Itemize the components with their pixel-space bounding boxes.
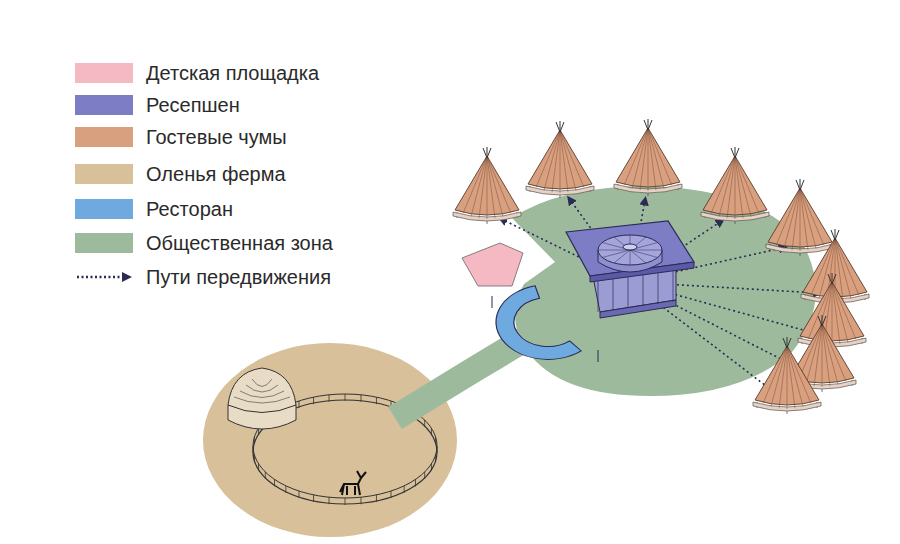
playground (462, 243, 523, 286)
legend-entry: Гостевые чумы (75, 124, 287, 150)
reindeer-farm (203, 343, 457, 537)
legend-label: Пути передвижения (146, 265, 331, 289)
legend-label: Оленья ферма (146, 162, 286, 186)
legend-label: Ресепшен (146, 93, 240, 117)
legend-label: Гостевые чумы (146, 125, 287, 149)
legend-label: Общественная зона (146, 231, 333, 255)
legend-swatch (75, 164, 133, 184)
legend-label: Детская площадка (146, 61, 319, 85)
movement-paths (500, 197, 821, 393)
guest-chums (453, 119, 869, 414)
legend-entry: Общественная зона (75, 230, 333, 256)
legend-path-sample (75, 270, 133, 284)
legend-swatch (75, 95, 133, 115)
reception (566, 221, 694, 318)
legend-entry: Детская площадка (75, 60, 319, 86)
legend-entry: Ресторан (75, 196, 233, 222)
legend-entry: Ресепшен (75, 92, 240, 118)
legend-swatch (75, 127, 133, 147)
legend-entry: Оленья ферма (75, 161, 286, 187)
public-zone (512, 186, 816, 396)
legend-label: Ресторан (146, 197, 233, 221)
legend-swatch (75, 199, 133, 219)
legend-swatch (75, 233, 133, 253)
legend-entry: Пути передвижения (75, 264, 331, 290)
restaurant (496, 286, 581, 360)
legend-swatch (75, 63, 133, 83)
